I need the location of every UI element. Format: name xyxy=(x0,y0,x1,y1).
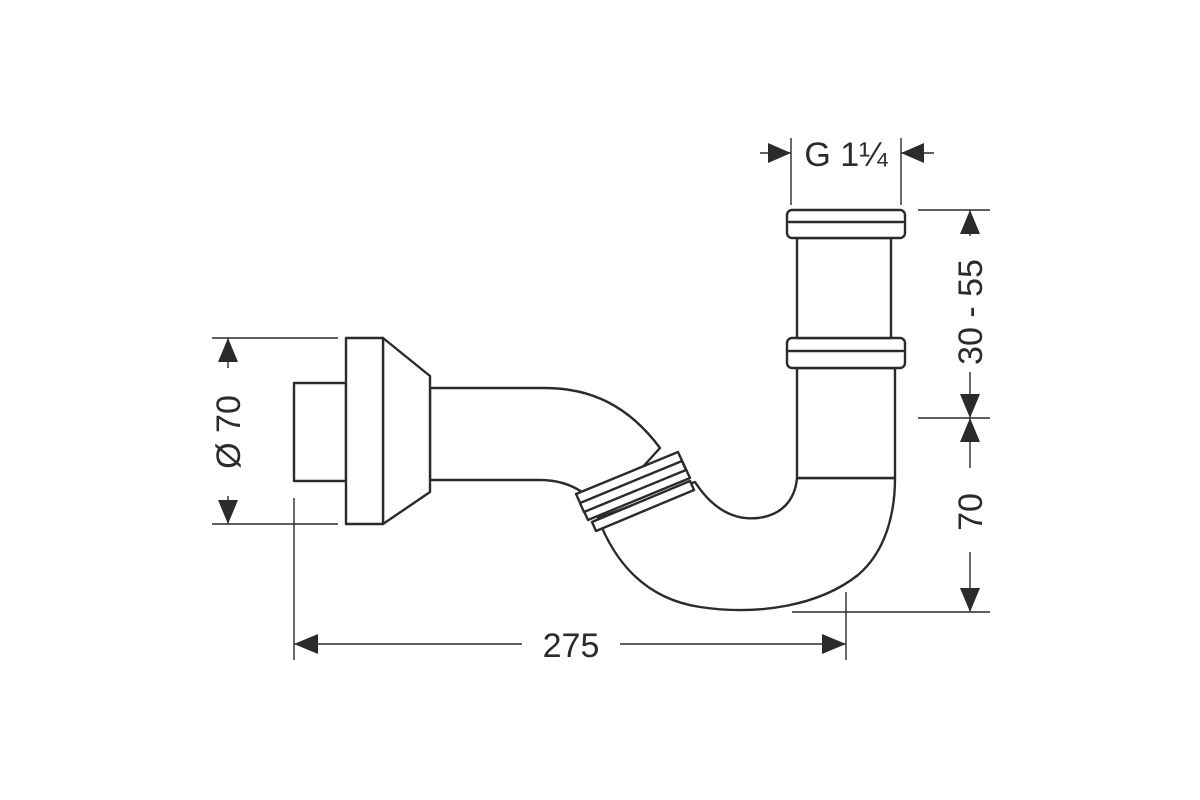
length-arrow-right xyxy=(822,634,846,654)
siphon-body xyxy=(292,208,907,612)
u-trap-bend xyxy=(596,476,897,612)
diameter-dimension: Ø 70 xyxy=(210,337,338,525)
thread-dimension: G 1¼ xyxy=(760,136,934,205)
slip-nut-body xyxy=(785,336,907,370)
rosette-cone xyxy=(381,336,432,526)
lower-arrow-top xyxy=(960,418,980,442)
inclined-nut-lip xyxy=(590,479,696,533)
inclined-coupling xyxy=(574,450,696,533)
diameter-arrow-top xyxy=(218,338,238,362)
inclined-nut-ring xyxy=(578,459,688,514)
horizontal-pipe xyxy=(428,386,662,494)
slip-joint-nut xyxy=(785,336,907,370)
diameter-label: Ø 70 xyxy=(210,395,248,469)
rosette-plate xyxy=(344,336,385,526)
top-nut-body xyxy=(785,208,907,240)
thread-label: G 1¼ xyxy=(804,136,888,174)
length-label: 275 xyxy=(543,627,600,665)
length-arrow-left xyxy=(294,634,318,654)
diameter-arrow-bottom xyxy=(218,500,238,524)
thread-arrow-right xyxy=(901,143,924,163)
height-adjust-label: 30 - 55 xyxy=(952,259,990,365)
adjust-arrow-bottom xyxy=(960,394,980,418)
wall-stub xyxy=(292,381,348,483)
top-connection-nut xyxy=(785,208,907,240)
dimensions: G 1¼ 30 - 55 70 xyxy=(210,136,990,665)
lower-arrow-bottom xyxy=(960,588,980,612)
adjust-arrow-top xyxy=(960,210,980,234)
upper-vertical-tube xyxy=(795,236,893,340)
length-dimension: 275 xyxy=(293,498,847,665)
lower-vertical-tube xyxy=(795,366,897,480)
height-dimensions: 30 - 55 70 xyxy=(792,209,990,613)
height-lower-label: 70 xyxy=(952,493,990,531)
thread-arrow-left xyxy=(768,143,791,163)
wall-rosette xyxy=(344,336,432,526)
